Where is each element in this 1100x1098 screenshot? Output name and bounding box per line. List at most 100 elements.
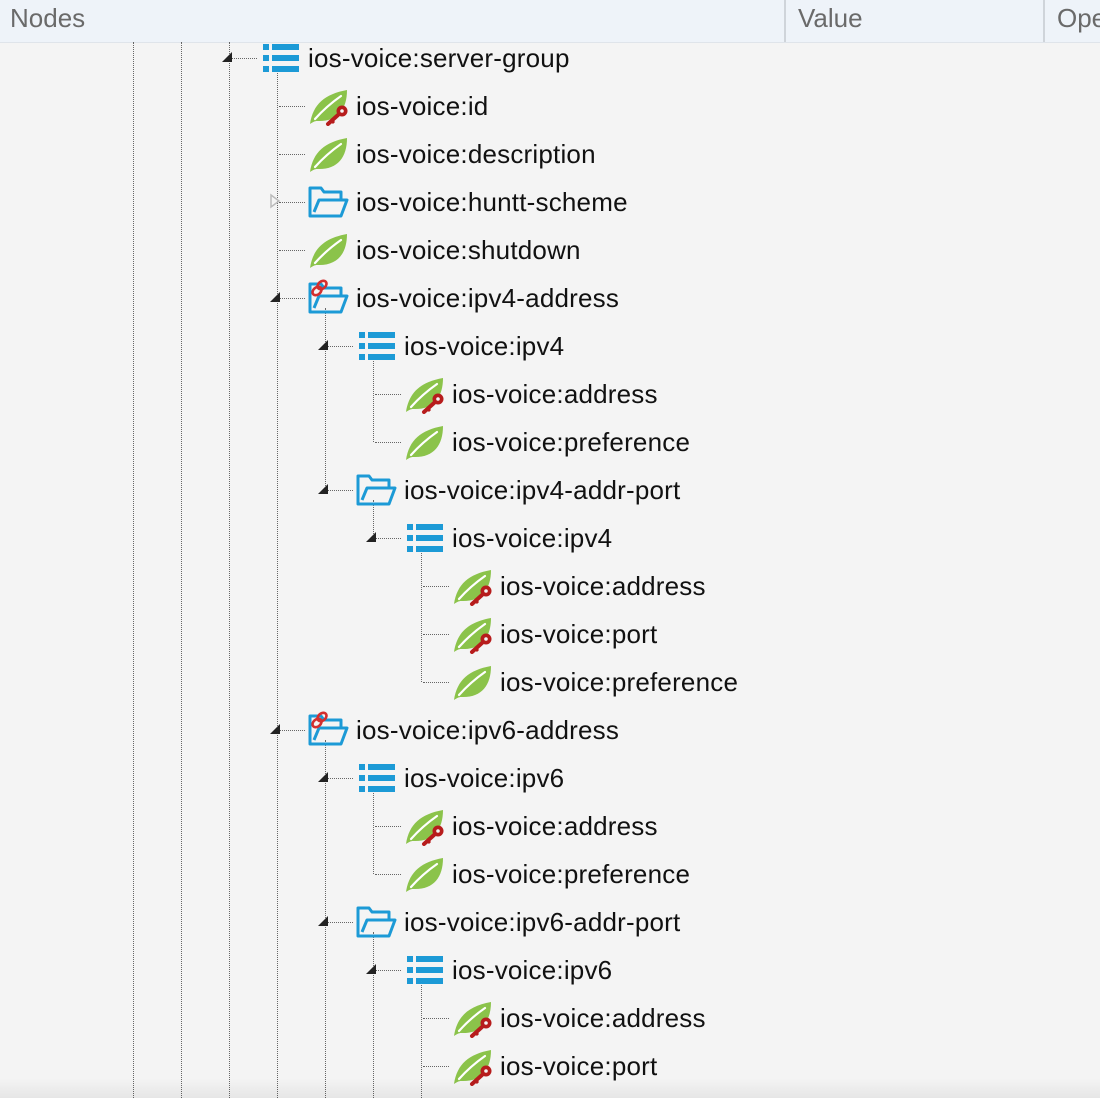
tree-node[interactable]: ios-voice:ipv4-addr-port: [404, 466, 680, 514]
column-resize-handle-value[interactable]: [1043, 0, 1045, 42]
tree-node-label[interactable]: ios-voice:ipv4-addr-port: [404, 475, 681, 505]
collapse-toggle-icon[interactable]: [219, 49, 235, 65]
collapse-toggle-icon[interactable]: [315, 913, 331, 929]
collapse-toggle-icon[interactable]: [315, 481, 331, 497]
tree-connector: [327, 490, 353, 491]
tree-connector: [375, 970, 401, 971]
list-icon: [403, 950, 447, 990]
tree-connector: [327, 346, 353, 347]
tree-node-label[interactable]: ios-voice:preference: [452, 427, 691, 457]
column-resize-handle-nodes[interactable]: [784, 0, 786, 42]
tree-guide-line: [277, 68, 278, 1098]
tree-node-label[interactable]: ios-voice:ipv4-address: [356, 283, 620, 313]
tree-node-label[interactable]: ios-voice:shutdown: [356, 235, 581, 265]
leaf-key-icon: [307, 86, 351, 126]
tree-connector: [327, 922, 353, 923]
tree-connector: [423, 682, 449, 683]
tree-node-label[interactable]: ios-voice:address: [452, 811, 658, 841]
tree-guide-line: [229, 42, 230, 1098]
tree-node-label[interactable]: ios-voice:ipv4: [452, 523, 613, 553]
tree-node[interactable]: ios-voice:shutdown: [356, 226, 581, 274]
tree-node-label[interactable]: ios-voice:address: [500, 571, 706, 601]
tree-node-label[interactable]: ios-voice:ipv6-address: [356, 715, 620, 745]
tree-guide-line: [181, 42, 182, 1098]
tree-connector: [279, 106, 305, 107]
tree-connector: [279, 154, 305, 155]
expand-toggle-icon[interactable]: [267, 193, 283, 209]
tree-node[interactable]: ios-voice:ipv6-address: [356, 706, 619, 754]
collapse-toggle-icon[interactable]: [267, 721, 283, 737]
folder-icon: [355, 470, 399, 510]
tree-node[interactable]: ios-voice:server-group: [308, 42, 570, 82]
tree-node[interactable]: ios-voice:ipv6: [452, 946, 612, 994]
folder-icon: [355, 902, 399, 942]
tree-node[interactable]: ios-voice:address: [500, 994, 706, 1042]
tree-node-label[interactable]: ios-voice:huntt-scheme: [356, 187, 628, 217]
tree-node-label[interactable]: ios-voice:port: [500, 1051, 658, 1081]
list-icon: [403, 518, 447, 558]
leaf-icon: [307, 230, 351, 270]
tree-connector: [231, 58, 257, 59]
leaf-key-icon: [403, 374, 447, 414]
scroll-shadow: [0, 1078, 1100, 1098]
tree-connector: [423, 586, 449, 587]
tree-node-label[interactable]: ios-voice:ipv6: [452, 955, 613, 985]
tree-connector: [375, 826, 401, 827]
leaf-key-icon: [451, 1046, 495, 1086]
column-header-operations[interactable]: Ope: [1057, 3, 1100, 33]
tree-node[interactable]: ios-voice:ipv4: [452, 514, 612, 562]
tree-node[interactable]: ios-voice:preference: [452, 850, 690, 898]
tree-connector: [423, 1018, 449, 1019]
tree-guide-line: [373, 932, 374, 1098]
collapse-toggle-icon[interactable]: [267, 289, 283, 305]
tree-node[interactable]: ios-voice:ipv4-address: [356, 274, 619, 322]
tree-connector: [375, 874, 401, 875]
tree-node-label[interactable]: ios-voice:preference: [500, 667, 739, 697]
tree-connector: [279, 202, 305, 203]
tree-node[interactable]: ios-voice:address: [500, 562, 706, 610]
collapse-toggle-icon[interactable]: [363, 529, 379, 545]
tree-connector: [423, 634, 449, 635]
leaf-icon: [403, 854, 447, 894]
tree-node[interactable]: ios-voice:ipv6-addr-port: [404, 898, 680, 946]
tree-node[interactable]: ios-voice:id: [356, 82, 488, 130]
tree-connector: [279, 250, 305, 251]
tree-node[interactable]: ios-voice:preference: [500, 658, 738, 706]
tree-node-label[interactable]: ios-voice:server-group: [308, 43, 570, 73]
folder-icon: [307, 182, 351, 222]
tree-guide-line: [421, 980, 422, 1098]
tree-node-label[interactable]: ios-voice:ipv6-addr-port: [404, 907, 681, 937]
tree-node-label[interactable]: ios-voice:address: [500, 1003, 706, 1033]
tree-node[interactable]: ios-voice:port: [500, 1042, 657, 1090]
tree-node-label[interactable]: ios-voice:port: [500, 619, 658, 649]
tree-connector: [279, 730, 305, 731]
folder-link-icon: [307, 710, 351, 750]
leaf-icon: [307, 134, 351, 174]
tree-node-label[interactable]: ios-voice:description: [356, 139, 596, 169]
tree-node[interactable]: ios-voice:ipv4: [404, 322, 564, 370]
leaf-key-icon: [403, 806, 447, 846]
collapse-toggle-icon[interactable]: [315, 769, 331, 785]
tree-node[interactable]: ios-voice:description: [356, 130, 596, 178]
tree-connector: [375, 538, 401, 539]
tree-node[interactable]: ios-voice:port: [500, 610, 657, 658]
tree-connector: [375, 394, 401, 395]
column-header-nodes[interactable]: Nodes: [10, 3, 86, 33]
tree-node[interactable]: ios-voice:huntt-scheme: [356, 178, 628, 226]
collapse-toggle-icon[interactable]: [315, 337, 331, 353]
tree-node[interactable]: ios-voice:address: [452, 802, 658, 850]
tree-node-label[interactable]: ios-voice:address: [452, 379, 658, 409]
tree-node-label[interactable]: ios-voice:ipv6: [404, 763, 565, 793]
tree-node[interactable]: ios-voice:ipv6: [404, 754, 564, 802]
tree-node-label[interactable]: ios-voice:ipv4: [404, 331, 565, 361]
tree-guide-line: [373, 788, 374, 874]
leaf-icon: [403, 422, 447, 462]
tree-node-label[interactable]: ios-voice:preference: [452, 859, 691, 889]
tree-node-label[interactable]: ios-voice:id: [356, 91, 489, 121]
tree-guide-line: [373, 500, 374, 538]
column-header-value[interactable]: Value: [798, 3, 863, 33]
folder-link-icon: [307, 278, 351, 318]
tree-node[interactable]: ios-voice:address: [452, 370, 658, 418]
collapse-toggle-icon[interactable]: [363, 961, 379, 977]
tree-node[interactable]: ios-voice:preference: [452, 418, 690, 466]
